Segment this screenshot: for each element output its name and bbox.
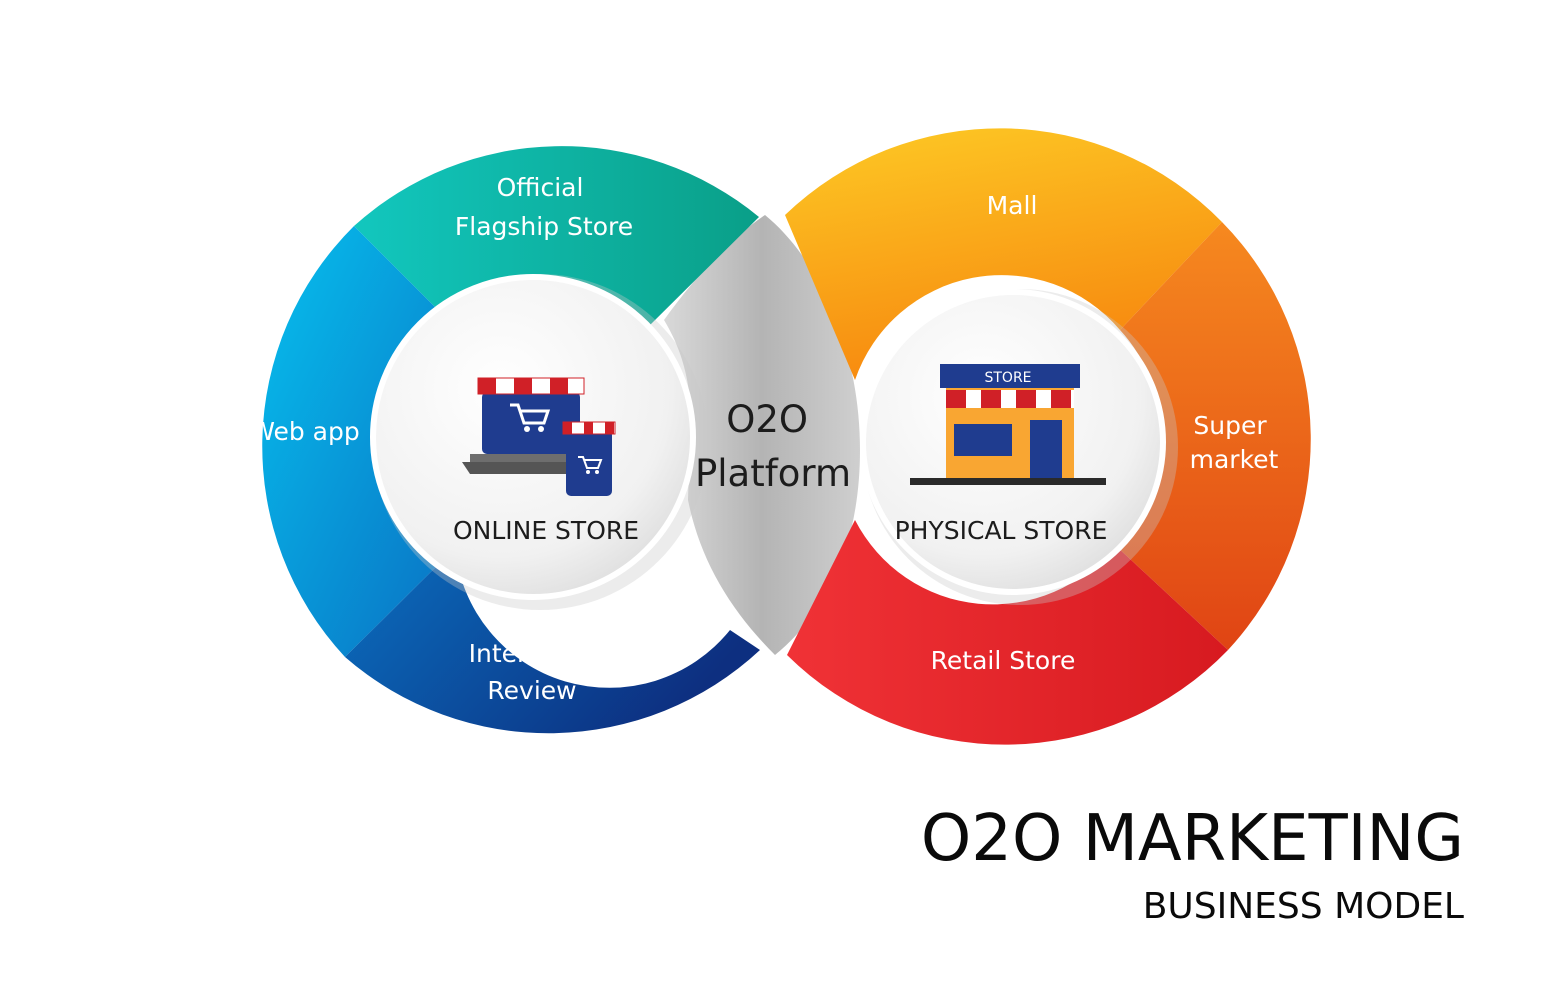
label-super-line1: Super <box>1193 411 1267 440</box>
title-sub: BUSINESS MODEL <box>1143 886 1464 927</box>
store-sign-text: STORE <box>984 370 1031 386</box>
platform-label-line2: Platform <box>695 452 851 495</box>
platform-label: O2O Platform <box>695 398 851 495</box>
label-web-app: Web app <box>250 417 360 446</box>
label-official-line1: Official <box>497 173 584 202</box>
store-front-icon: STORE <box>910 364 1106 485</box>
physical-store-label: PHYSICAL STORE <box>895 516 1108 545</box>
label-official-line2: Flagship Store <box>455 212 633 241</box>
physical-ring <box>785 128 1311 745</box>
segment-official-flagship[interactable] <box>354 146 759 332</box>
platform-label-line1: O2O <box>726 398 808 441</box>
online-store-label: ONLINE STORE <box>453 516 639 545</box>
label-retail-store: Retail Store <box>931 646 1076 675</box>
segment-supermarket[interactable] <box>1115 222 1311 650</box>
online-store-icon <box>462 377 616 496</box>
label-supermarket: Super market <box>1190 411 1279 474</box>
title-main: O2O MARKETING <box>921 802 1464 876</box>
label-mall: Mall <box>987 191 1038 220</box>
label-review-line2: Review <box>487 676 576 705</box>
segment-retail-store[interactable] <box>787 520 1228 745</box>
label-super-line2: market <box>1190 445 1279 474</box>
label-official-flagship: Official Flagship Store <box>455 173 633 241</box>
platform-band <box>664 215 860 655</box>
segment-mall[interactable] <box>785 128 1222 380</box>
label-review-line1: Interctive <box>469 639 588 668</box>
label-interactive-review: Interctive Review <box>469 639 596 705</box>
segment-interactive-review[interactable] <box>345 548 760 734</box>
